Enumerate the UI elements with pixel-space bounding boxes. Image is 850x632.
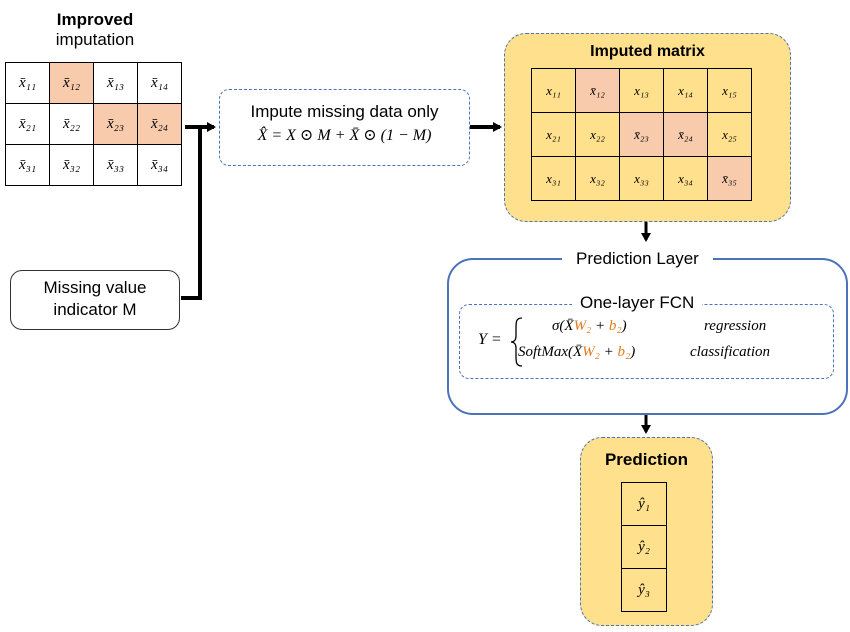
regression-label: regression — [704, 318, 767, 334]
matrix-cell-imputed: x̄₁₂ — [575, 68, 620, 113]
prediction-layer-title: Prediction Layer — [562, 249, 713, 269]
matrix-cell: x₂₅ — [707, 112, 752, 157]
matrix-cell: x₂₂ — [575, 112, 620, 157]
matrix-cell-imputed: x̄₂₄ — [663, 112, 708, 157]
matrix-cell: x₃₃ — [619, 156, 664, 201]
matrix-cell: x₃₂ — [575, 156, 620, 201]
left-brace-icon — [510, 317, 523, 367]
indicator-line2: indicator M — [53, 300, 137, 319]
grid-cell: x̄₁₄ — [137, 62, 182, 104]
indicator-line1: Missing value — [43, 278, 147, 297]
grid-cell: x̄₃₄ — [137, 144, 182, 186]
case1-post: ) — [621, 318, 627, 334]
case2-pre: SoftMax(X̄ — [518, 344, 583, 360]
prediction-vector: ŷ₁ ŷ₂ ŷ₃ — [621, 482, 667, 612]
line-indicator-to-impute — [181, 127, 202, 300]
grid-cell: x̄₃₂ — [49, 144, 94, 186]
grid-cell: x̄₁₁ — [5, 62, 50, 104]
matrix-cell: x₁₄ — [663, 68, 708, 113]
matrix-cell: x₂₁ — [531, 112, 576, 157]
fcn-case-classification: SoftMax(X̄W₂ + b₂) — [518, 344, 635, 361]
matrix-cell: x₃₁ — [531, 156, 576, 201]
case2-bias: b₂ — [617, 344, 631, 360]
case1-mid: + — [591, 318, 609, 334]
matrix-cell: x₁₅ — [707, 68, 752, 113]
improved-imputation-grid: x̄₁₁ x̄₁₂ x̄₁₃ x̄₁₄ x̄₂₁ x̄₂₂ x̄₂₃ x̄₂₄ … — [5, 62, 182, 186]
case2-post: ) — [630, 344, 636, 360]
grid-cell: x̄₃₃ — [93, 144, 138, 186]
matrix-cell: x₃₄ — [663, 156, 708, 201]
fcn-case-regression: σ(X̄W₂ + b₂) — [552, 318, 627, 335]
grid-cell: x̄₁₃ — [93, 62, 138, 104]
improved-title-line2: imputation — [55, 30, 135, 49]
missing-value-indicator-box: Missing value indicator M — [10, 270, 180, 330]
matrix-cell-imputed: x̄₂₃ — [619, 112, 664, 157]
case1-weight: W₂ — [573, 318, 592, 334]
imputed-matrix-title: Imputed matrix — [590, 43, 705, 60]
improved-title-line1: Improved — [56, 10, 134, 29]
improved-imputation-title: Improved imputation — [0, 10, 190, 50]
grid-cell: x̄₂₂ — [49, 103, 94, 145]
prediction-cell: ŷ₂ — [621, 525, 667, 569]
prediction-cell: ŷ₁ — [621, 482, 667, 526]
impute-title: Impute missing data only — [250, 102, 439, 121]
case1-pre: σ(X̄ — [552, 318, 574, 334]
fcn-lhs: Y = — [478, 331, 502, 348]
case2-mid: + — [599, 344, 618, 360]
imputed-matrix-box: Imputed matrix x₁₁ x̄₁₂ x₁₃ x₁₄ x₁₅ x₂₁ … — [504, 33, 791, 222]
case2-weight: W₂ — [582, 344, 600, 360]
matrix-cell: x₁₁ — [531, 68, 576, 113]
prediction-title: Prediction — [604, 450, 689, 469]
prediction-box: Prediction ŷ₁ ŷ₂ ŷ₃ — [580, 437, 713, 626]
grid-cell: x̄₂₁ — [5, 103, 50, 145]
prediction-cell: ŷ₃ — [621, 568, 667, 612]
fcn-title: One-layer FCN — [572, 293, 703, 313]
matrix-cell: x₁₃ — [619, 68, 664, 113]
impute-box: Impute missing data only X̂ = X ⊙ M + X̄… — [219, 89, 470, 166]
impute-formula: X̂ = X ⊙ M + X̄ ⊙ (1 − M) — [257, 127, 432, 144]
grid-cell-highlighted: x̄₁₂ — [49, 62, 94, 104]
grid-cell-highlighted: x̄₂₃ — [93, 103, 138, 145]
imputed-matrix-grid: x₁₁ x̄₁₂ x₁₃ x₁₄ x₁₅ x₂₁ x₂₂ x̄₂₃ x̄₂₄ x… — [531, 68, 752, 201]
matrix-cell-imputed: x̄₃₅ — [707, 156, 752, 201]
grid-cell-highlighted: x̄₂₄ — [137, 103, 182, 145]
case1-bias: b₂ — [608, 318, 622, 334]
grid-cell: x̄₃₁ — [5, 144, 50, 186]
classification-label: classification — [690, 344, 770, 360]
